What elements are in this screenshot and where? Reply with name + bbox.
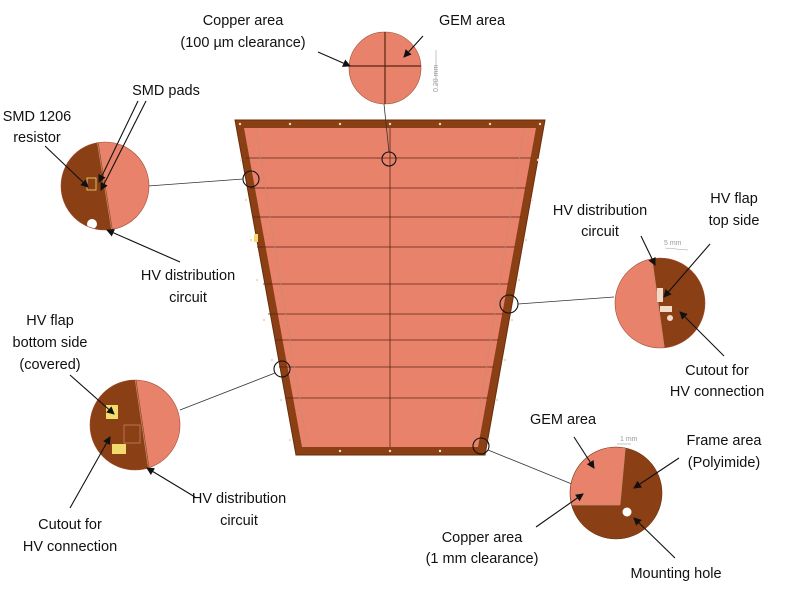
hv-left-label-2: circuit — [169, 290, 207, 306]
hv-flap-top-label-2: top side — [709, 213, 760, 229]
dim-br-label: 1 mm — [620, 436, 638, 443]
hv-bottom-label-2: circuit — [220, 513, 258, 529]
hv-dist-right-label-1: HV distribution — [553, 203, 647, 219]
smd-resistor-label-2: resistor — [13, 130, 61, 146]
frame-area-label-2: (Polyimide) — [688, 455, 761, 471]
copper-br-label-2: (1 mm clearance) — [426, 551, 539, 567]
frame-area-label-1: Frame area — [687, 433, 763, 449]
cutout-right-label-2: HV connection — [670, 384, 764, 400]
magnifier-left-bottom — [89, 379, 181, 471]
gem-foil — [234, 119, 546, 456]
copper-top-label-1: Copper area — [203, 13, 285, 29]
hv-flap-top-label-1: HV flap — [710, 191, 758, 207]
mounting-hole-label: Mounting hole — [630, 566, 721, 582]
hv-flap-bottom-label-3: (covered) — [19, 357, 80, 373]
callout-arrows — [44, 35, 725, 559]
cutout-right-label-1: Cutout for — [685, 363, 749, 379]
magnifier-top: 0.20 mm — [348, 31, 440, 105]
labels: Copper area (100 µm clearance) GEM area … — [3, 13, 764, 582]
hv-dist-right-label-2: circuit — [581, 224, 619, 240]
cutout-left-label-2: HV connection — [23, 539, 117, 555]
cutout-left-label-1: Cutout for — [38, 517, 102, 533]
hv-flap-bottom-label-2: bottom side — [13, 335, 88, 351]
main-hv-flap — [254, 234, 258, 242]
gem-top-label: GEM area — [439, 13, 506, 29]
dim-right-label: 5 mm — [664, 240, 682, 247]
hv-left-label-1: HV distribution — [141, 268, 235, 284]
smd-pads-label: SMD pads — [132, 83, 200, 99]
gem-br-label: GEM area — [530, 412, 597, 428]
magnifier-left — [60, 141, 150, 231]
copper-br-label-1: Copper area — [442, 530, 524, 546]
hv-bottom-label-1: HV distribution — [192, 491, 286, 507]
frame-holes — [238, 122, 542, 453]
dim-top-label: 0.20 mm — [433, 65, 440, 92]
copper-top-label-2: (100 µm clearance) — [180, 35, 305, 51]
magnifier-right: 5 mm — [614, 240, 706, 349]
hv-flap-bottom-label-1: HV flap — [26, 313, 74, 329]
smd-resistor-label-1: SMD 1206 — [3, 109, 72, 125]
sector-lines — [246, 128, 531, 447]
